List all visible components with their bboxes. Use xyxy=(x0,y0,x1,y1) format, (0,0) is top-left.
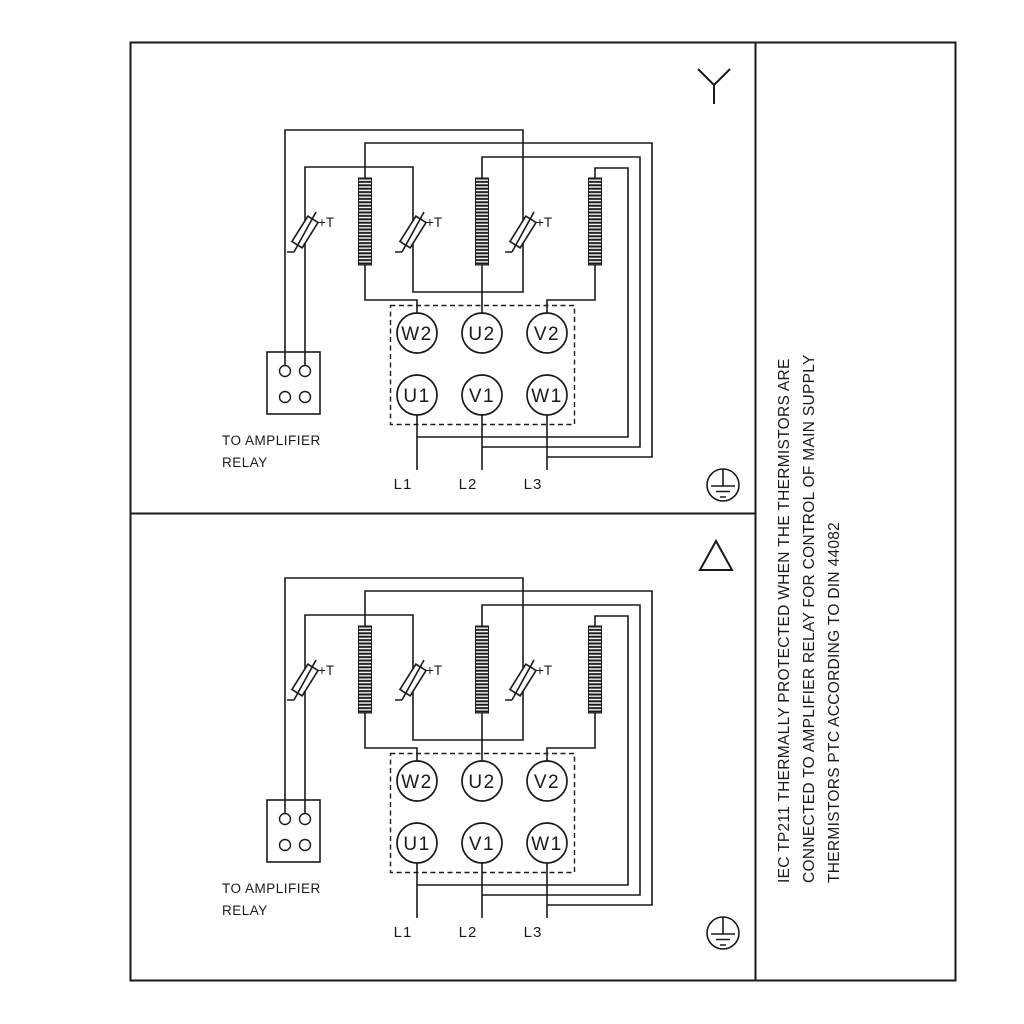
delta-icon xyxy=(698,538,734,571)
delta-panel-labels: W2 U2 V2 U1 V1 W1 +T +T +T TO AMPLIFIER … xyxy=(222,663,563,941)
star-panel-circuit xyxy=(267,130,739,501)
star-icon xyxy=(697,68,731,104)
supply-label-l3: L3 xyxy=(524,924,543,941)
terminal-label-w2: W2 xyxy=(401,324,433,345)
terminal-label-u1: U1 xyxy=(403,386,430,407)
relay-note-line1: TO AMPLIFIER xyxy=(222,433,321,448)
thermistor-label: +T xyxy=(426,215,442,230)
terminal-label-w1: W1 xyxy=(531,386,563,407)
relay-note-line2: RELAY xyxy=(222,455,268,470)
terminal-label-w2: W2 xyxy=(401,772,433,793)
thermistor-label: +T xyxy=(536,663,552,678)
terminal-label-v2: V2 xyxy=(534,324,560,345)
thermistor-label: +T xyxy=(426,663,442,678)
terminal-label-v2: V2 xyxy=(534,772,560,793)
relay-note-line2: RELAY xyxy=(222,903,268,918)
side-note: IEC TP211 THERMALLY PROTECTED WHEN THE T… xyxy=(776,354,843,883)
side-note-line-3: THERMISTORS PTC ACCORDING TO DIN 44082 xyxy=(826,522,843,883)
terminal-label-w1: W1 xyxy=(531,834,563,855)
thermistor-label: +T xyxy=(318,215,334,230)
supply-label-l1: L1 xyxy=(394,924,413,941)
terminal-label-v1: V1 xyxy=(469,386,495,407)
thermistor-label: +T xyxy=(318,663,334,678)
star-panel-labels: W2 U2 V2 U1 V1 W1 +T +T +T TO AMPLIFIER … xyxy=(222,215,563,493)
terminal-label-u1: U1 xyxy=(403,834,430,855)
side-note-line-2: CONNECTED TO AMPLIFIER RELAY FOR CONTROL… xyxy=(801,354,818,883)
supply-label-l2: L2 xyxy=(459,924,478,941)
supply-label-l2: L2 xyxy=(459,476,478,493)
diagram-border xyxy=(129,41,957,982)
side-note-line-1: IEC TP211 THERMALLY PROTECTED WHEN THE T… xyxy=(776,358,793,883)
relay-note-line1: TO AMPLIFIER xyxy=(222,881,321,896)
delta-panel-circuit xyxy=(267,578,739,949)
terminal-label-u2: U2 xyxy=(468,772,495,793)
supply-label-l1: L1 xyxy=(394,476,413,493)
thermistor-label: +T xyxy=(536,215,552,230)
terminal-label-v1: V1 xyxy=(469,834,495,855)
terminal-label-u2: U2 xyxy=(468,324,495,345)
supply-label-l3: L3 xyxy=(524,476,543,493)
